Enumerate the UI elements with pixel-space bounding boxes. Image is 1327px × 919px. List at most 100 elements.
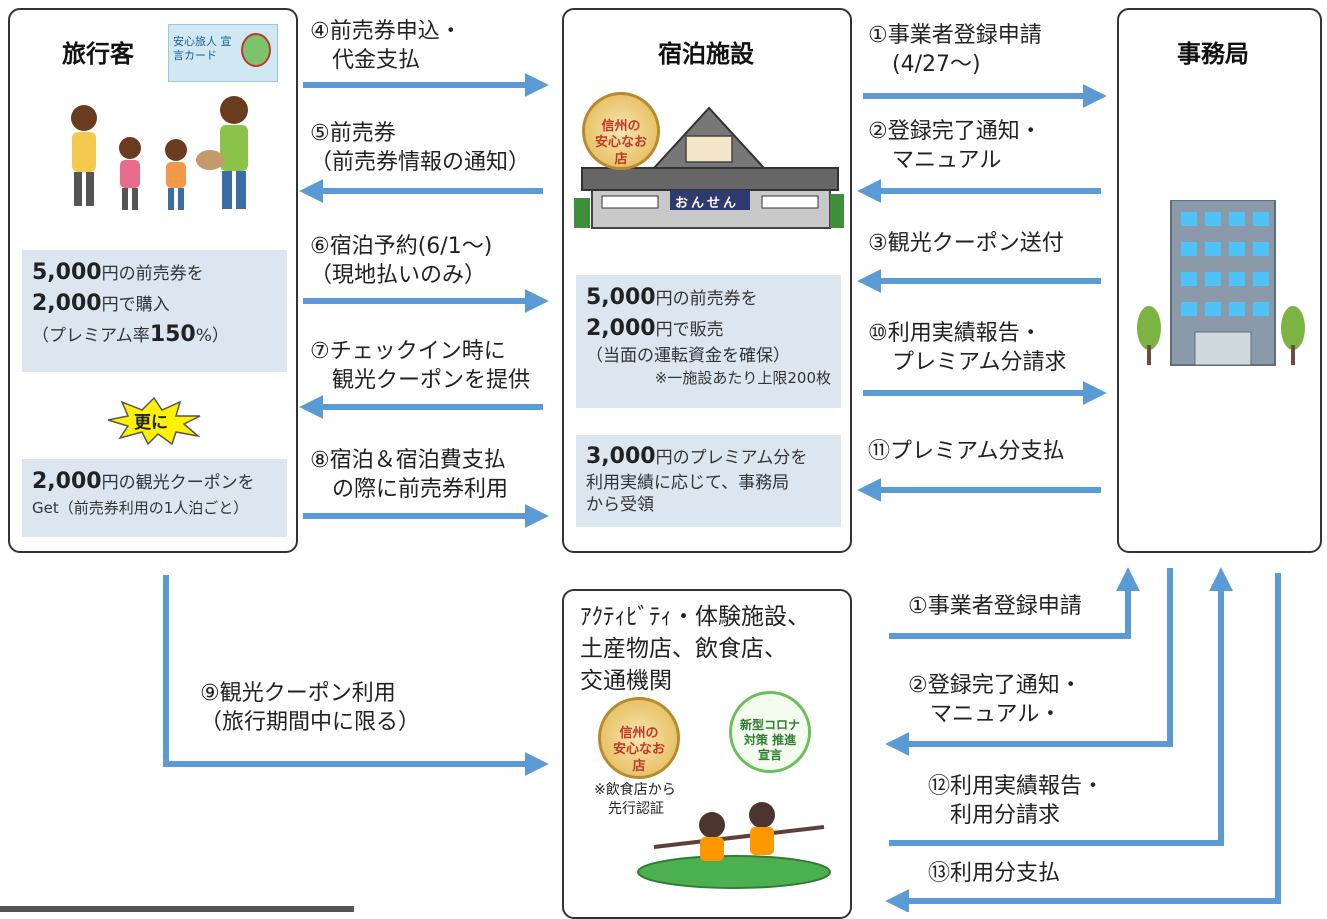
flow-7-line2: 観光クーポンを提供 [332, 367, 531, 393]
lodging-panel: 宿泊施設 おんせん 信州の 安心なお店 5,000円の前売券を 2,000円で販… [562, 8, 852, 553]
sticker1-text: 信州の 安心なお店 [613, 726, 666, 774]
lodging-title: 宿泊施設 [658, 40, 754, 68]
lodging-box1-text2: 円で販売 [655, 319, 724, 340]
bottom-rule [0, 906, 354, 912]
premium-rate-label: （プレミアム率 [32, 325, 150, 346]
arrow-g2 [885, 568, 1173, 756]
flow-g2-line1: ②登録完了通知・ [908, 673, 1082, 698]
activity-line3: 交通機関 [580, 668, 672, 694]
lodging-price-5000: 5,000 [586, 285, 656, 310]
lodging-box1-text: 円の前売券を [655, 289, 758, 309]
covid-declaration-sticker: 新型コロナ対策 推進宣言 [729, 691, 811, 773]
flow-2-line2: マニュアル [892, 147, 1002, 173]
card-text: 安心旅人 宣言カード [173, 35, 232, 63]
flow-g13-label: ⑬利用分支払 [928, 860, 1060, 889]
flow-10-line1: ⑩利用実績報告・ [868, 321, 1042, 346]
flow-7-label: ⑦チェックイン時に 観光クーポンを提供 [310, 338, 530, 395]
flow-6-line1: ⑥宿泊予約(6/1～) [310, 234, 493, 259]
traveler-purchase-box: 5,000円の前売券を 2,000円で購入 （プレミアム率150%） [22, 250, 287, 372]
traveler-title: 旅行客 [62, 40, 134, 68]
flow-2-line1: ②登録完了通知・ [868, 119, 1042, 144]
flow-8-line1: ⑧宿泊＆宿泊費支払 [310, 448, 506, 473]
flow-10-line2: プレミアム分請求 [892, 349, 1067, 375]
lodging-sales-box: 5,000円の前売券を 2,000円で販売 （当面の運転資金を確保） ※一施設あ… [576, 275, 841, 408]
flow-3-label: ③観光クーポン送付 [868, 230, 1064, 259]
office-panel: 事務局 [1117, 8, 1322, 553]
flow-9-line2: （旅行期間中に限る） [200, 709, 421, 735]
traveler-price-2000: 2,000 [32, 290, 102, 316]
activity-line1: ｱｸﾃｨﾋﾞﾃｨ・体験施設、 [580, 604, 810, 630]
lodging-premium-box: 3,000円のプレミアム分を 利用実績に応じて、事務局 から受領 [576, 435, 841, 527]
burst-text: 更に [134, 413, 168, 433]
flow-6-line2: （現地払いのみ） [310, 262, 487, 288]
flow-9-line1: ⑨観光クーポン利用 [200, 681, 396, 706]
flow-g2-line2: マニュアル・ [930, 701, 1062, 727]
flow-g1-label: ①事業者登録申請 [908, 593, 1082, 622]
premium-rate-unit: %） [195, 325, 229, 346]
arrow-g13 [885, 573, 1281, 912]
flow-4-label: ④前売券申込・ 代金支払 [310, 18, 462, 75]
premium-rate-value: 150 [149, 321, 196, 347]
traveler-box1-text: 円の前売券を [101, 264, 204, 284]
flow-1-line2: (4/27～) [892, 51, 981, 77]
flow-5-line1: ⑤前売券 [310, 121, 396, 146]
flow-11-label: ⑪プレミアム分支払 [868, 438, 1064, 467]
traveler-panel: 旅行客 安心旅人 宣言カード 5,000円の前売券を 2,000円で購入 （プレ… [8, 8, 298, 553]
sticker-text: 信州の 安心なお店 [595, 119, 648, 167]
flow-g12-line2: 利用分請求 [950, 802, 1061, 828]
flow-1-line1: ①事業者登録申請 [868, 23, 1042, 48]
office-building-illustration [1137, 200, 1305, 366]
flow-g1-line1: ①事業者登録申請 [908, 594, 1082, 619]
onsen-sign: おんせん [675, 196, 740, 211]
activity-line2: 土産物店、飲食店、 [580, 636, 787, 662]
traveler-coupon-box: 2,000円の観光クーポンを Get（前売券利用の1人泊ごと） [22, 459, 287, 537]
activity-note2: 先行認証 [608, 801, 664, 817]
family-illustration [71, 96, 248, 210]
coupon-price-2000: 2,000 [32, 469, 102, 494]
arrow-g1 [889, 567, 1140, 639]
activity-note1: ※飲食店から [594, 782, 676, 798]
flow-2-label: ②登録完了通知・ マニュアル [868, 118, 1042, 175]
premium-text2: 利用実績に応じて、事務局 [586, 472, 790, 493]
premium-text: 円のプレミアム分を [655, 448, 808, 468]
arrow-9 [163, 575, 549, 776]
activity-panel: ｱｸﾃｨﾋﾞﾃｨ・体験施設、 土産物店、飲食店、 交通機関 信州の 安心なお店 … [562, 589, 852, 919]
flow-7-line1: ⑦チェックイン時に [310, 339, 506, 364]
flow-5-label: ⑤前売券 （前売券情報の通知） [310, 120, 530, 177]
burst-icon [107, 396, 201, 446]
shinshu-safe-shop-sticker: 信州の 安心なお店 [582, 92, 660, 170]
onsen-building-illustration [574, 106, 844, 229]
flow-4-line2: 代金支払 [332, 47, 421, 73]
flow-10-label: ⑩利用実績報告・ プレミアム分請求 [868, 320, 1066, 377]
working-capital-note: （当面の運転資金を確保） [586, 345, 790, 366]
flow-4-line1: ④前売券申込・ [310, 19, 462, 44]
safe-traveler-card-icon: 安心旅人 宣言カード [168, 24, 278, 82]
flow-g2-label: ②登録完了通知・ マニュアル・ [908, 672, 1082, 729]
limit-note: ※一施設あたり上限200枚 [654, 369, 831, 388]
flow-6-label: ⑥宿泊予約(6/1～) （現地払いのみ） [310, 233, 492, 290]
traveler-price-5000: 5,000 [32, 260, 102, 285]
premium-text3: から受領 [586, 494, 654, 515]
sticker2-text: 新型コロナ対策 推進宣言 [740, 718, 801, 762]
flow-9-label: ⑨観光クーポン利用 （旅行期間中に限る） [200, 680, 420, 737]
shinshu-safe-shop-sticker-2: 信州の 安心なお店 [598, 697, 680, 779]
flow-g12-label: ⑫利用実績報告・ 利用分請求 [928, 773, 1104, 830]
office-title: 事務局 [1177, 40, 1249, 68]
traveler-box1-text2: 円で購入 [101, 294, 170, 315]
premium-price-3000: 3,000 [586, 444, 656, 469]
flow-8-label: ⑧宿泊＆宿泊費支払 の際に前売券利用 [310, 447, 508, 504]
flow-g12-line1: ⑫利用実績報告・ [928, 774, 1105, 799]
flow-1-label: ①事業者登録申請 (4/27～) [868, 22, 1042, 79]
flow-3-line1: ③観光クーポン送付 [868, 231, 1064, 256]
mascot-icon [241, 33, 271, 67]
flow-11-line1: ⑪プレミアム分支払 [868, 439, 1065, 464]
flow-g13-line1: ⑬利用分支払 [928, 861, 1061, 886]
flow-5-line2: （前売券情報の通知） [310, 149, 531, 175]
kayak-illustration [637, 802, 831, 889]
lodging-price-2000: 2,000 [586, 315, 656, 341]
flow-8-line2: の際に前売券利用 [332, 476, 509, 502]
coupon-note: Get（前売券利用の1人泊ごと） [32, 498, 249, 517]
arrow-g12 [889, 567, 1233, 846]
coupon-text: 円の観光クーポンを [101, 473, 255, 493]
